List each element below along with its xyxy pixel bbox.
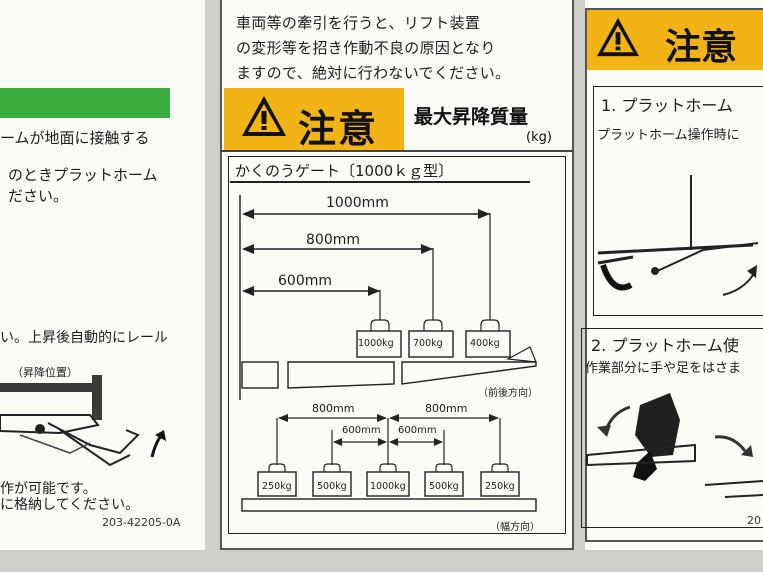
warning-triangle-icon <box>242 96 286 136</box>
right-code-partial: 20 <box>747 514 761 527</box>
left-text-line5: 作が可能です。 <box>0 481 97 497</box>
max-lift-title: 最大昇降質量 <box>414 106 529 128</box>
hand-pinch-hazard-diagram <box>586 393 763 498</box>
step1-frame <box>593 86 763 316</box>
lateral-weight-500kg-left: 500kg <box>317 481 347 492</box>
right-warning-triangle-icon <box>597 17 639 57</box>
lateral-600mm-right: 600mm <box>398 425 437 436</box>
lateral-weight-250kg-left: 250kg <box>262 481 292 492</box>
step1-text: プラットホーム操作時に <box>597 128 740 143</box>
left-text-line6: に格納してください。 <box>0 497 140 513</box>
lateral-weight-250kg-right: 250kg <box>485 481 515 492</box>
gate-title-divider <box>230 181 530 183</box>
gate-title: かくのうゲート〔1000ｋｇ型〕 <box>235 162 454 180</box>
left-lift-position-label: （昇降位置） <box>12 366 78 379</box>
left-text-line1: ームが地面に接触する <box>0 129 150 147</box>
weight-700kg: 700kg <box>413 338 443 349</box>
center-sign-panel: 車両等の牽引を行うと、リフト装置 の変形等を招き作動不良の原因となり ますので、… <box>220 0 574 550</box>
width-direction-label: （幅方向） <box>490 522 540 533</box>
lateral-weight-500kg-right: 500kg <box>429 481 459 492</box>
step2-text: 作業部分に手や足をはさま <box>585 361 742 376</box>
left-lift-diagram <box>0 375 166 467</box>
header-divider <box>220 150 574 152</box>
intro-line1: 車両等の牽引を行うと、リフト装置 <box>236 14 481 32</box>
lateral-load-diagram <box>241 414 537 512</box>
weight-400kg: 400kg <box>470 338 500 349</box>
center-outer-frame <box>220 0 574 550</box>
intro-line3: ますので、絶対に行わないでください。 <box>236 64 511 82</box>
lateral-800mm-right: 800mm <box>425 402 468 415</box>
left-sign-panel: ームが地面に接触する のときプラットホーム ださい。 い。上昇後自動的にレール … <box>0 0 205 550</box>
front-back-direction-label: （前後方向） <box>478 388 538 399</box>
left-code: 203-42205-0A <box>102 516 181 529</box>
lateral-800mm-left: 800mm <box>312 402 355 415</box>
caution-label: 注意 <box>298 107 379 151</box>
left-text-line2: のときプラットホーム <box>8 166 158 184</box>
dim-800mm: 800mm <box>306 232 360 248</box>
step1-heading: 1. プラットホーム <box>601 96 733 115</box>
lateral-weight-1000kg: 1000kg <box>370 481 406 492</box>
step2-frame <box>581 328 763 528</box>
weight-1000kg: 1000kg <box>358 338 394 349</box>
dim-600mm: 600mm <box>278 273 332 289</box>
green-label-bar <box>0 88 170 118</box>
intro-line2: の変形等を招き作動不良の原因となり <box>236 39 496 57</box>
left-text-line3: ださい。 <box>8 187 69 205</box>
dim-1000mm: 1000mm <box>326 195 389 211</box>
right-caution-label: 注意 <box>665 27 738 68</box>
right-sign-panel: 注意 1. プラットホーム プラットホーム操作時に 2. プラットホーム使 作業… <box>581 0 763 550</box>
front-back-load-diagram <box>239 195 537 400</box>
right-outer-frame <box>585 8 763 542</box>
left-text-line4: い。上昇後自動的にレール <box>0 330 168 346</box>
diagram-frame <box>228 156 566 534</box>
max-lift-unit: (kg) <box>526 130 552 145</box>
step2-heading: 2. プラットホーム使 <box>591 336 739 355</box>
lateral-600mm-left: 600mm <box>342 425 381 436</box>
platform-operation-diagram <box>597 175 759 296</box>
